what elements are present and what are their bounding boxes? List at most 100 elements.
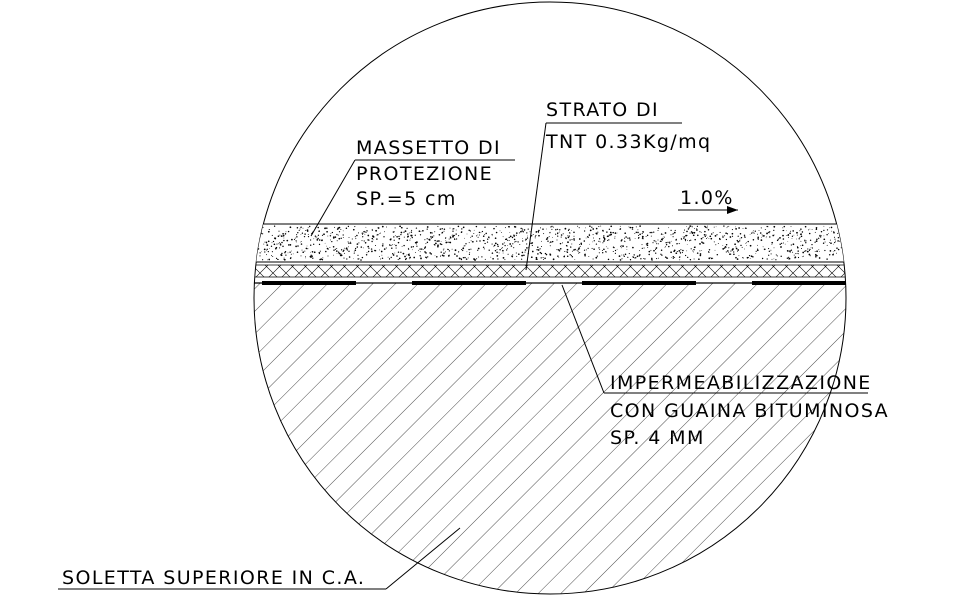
stipple-dot [532, 234, 534, 235]
stipple-dot [263, 248, 266, 251]
stipple-dot [543, 258, 545, 261]
stipple-dot [497, 245, 499, 248]
stipple-dot [819, 236, 821, 238]
stipple-dot [843, 236, 845, 238]
stipple-dot [442, 249, 444, 251]
stipple-dot [478, 256, 480, 258]
stipple-dot [725, 238, 728, 241]
stipple-dot [364, 242, 367, 244]
stipple-dot [847, 234, 849, 236]
stipple-dot [337, 234, 339, 236]
stipple-dot [859, 235, 860, 236]
stipple-dot [434, 239, 436, 242]
stipple-dot [522, 238, 523, 239]
stipple-dot [653, 231, 655, 233]
stipple-dot [286, 239, 289, 242]
stipple-dot [431, 237, 432, 239]
stipple-dot [439, 255, 442, 257]
stipple-dot [356, 234, 358, 237]
stipple-dot [562, 242, 564, 244]
stipple-dot [577, 250, 579, 252]
stipple-dot [775, 259, 777, 261]
stipple-dot [552, 240, 554, 242]
stipple-dot [723, 225, 725, 227]
stipple-dot [447, 248, 449, 251]
stipple-dot [612, 259, 614, 261]
stipple-dot [616, 248, 618, 250]
stipple-dot [783, 225, 786, 228]
stipple-dot [815, 255, 817, 257]
impermeabilizzazione-label-line1: IMPERMEABILIZZAZIONE [610, 372, 872, 394]
stipple-dot [393, 244, 395, 245]
stipple-dot [855, 257, 856, 258]
stipple-dot [645, 236, 647, 238]
stipple-dot [620, 240, 623, 242]
stipple-dot [403, 236, 405, 238]
stipple-dot [253, 249, 254, 250]
stipple-dot [464, 237, 465, 239]
stipple-dot [399, 225, 400, 227]
stipple-dot [340, 237, 342, 239]
stipple-dot [706, 236, 708, 238]
stipple-dot [498, 252, 500, 254]
stipple-dot [254, 241, 256, 244]
stipple-dot [540, 240, 542, 242]
stipple-dot [731, 229, 733, 231]
stipple-dot [393, 236, 395, 238]
stipple-dot [659, 240, 662, 243]
stipple-dot [571, 243, 573, 245]
stipple-dot [338, 231, 341, 233]
stipple-dot [749, 258, 751, 260]
stipple-dot [598, 240, 600, 242]
stipple-dot [444, 238, 446, 239]
stipple-dot [394, 235, 396, 237]
stipple-dot [589, 225, 591, 227]
stipple-dot [534, 235, 536, 237]
stipple-dot [678, 250, 681, 252]
stipple-dot [470, 240, 472, 242]
stipple-dot [343, 249, 345, 252]
stipple-dot [573, 231, 575, 234]
stipple-dot [425, 252, 427, 254]
stipple-dot [381, 254, 383, 256]
stipple-dot [811, 229, 813, 230]
stipple-dot [354, 247, 357, 250]
stipple-dot [467, 257, 469, 259]
stipple-dot [521, 228, 524, 230]
stipple-dot [635, 226, 637, 228]
stipple-dot [780, 246, 782, 248]
massetto-stipple [253, 225, 860, 261]
stipple-dot [573, 235, 575, 237]
stipple-dot [621, 254, 623, 256]
stipple-dot [567, 229, 570, 232]
stipple-dot [843, 237, 845, 239]
stipple-dot [353, 252, 355, 254]
stipple-dot [399, 225, 401, 228]
stipple-dot [701, 241, 703, 243]
stipple-dot [439, 243, 442, 245]
stipple-dot [560, 234, 563, 236]
stipple-dot [431, 236, 434, 238]
stipple-dot [626, 246, 628, 248]
stipple-dot [509, 235, 512, 238]
stipple-dot [851, 227, 852, 228]
stipple-dot [464, 256, 466, 259]
stipple-dot [424, 246, 427, 248]
stipple-dot [601, 249, 603, 252]
stipple-dot [657, 227, 660, 230]
stipple-dot [818, 251, 820, 253]
stipple-dot [458, 258, 460, 260]
stipple-dot [326, 230, 328, 233]
stipple-dot [305, 230, 307, 231]
stipple-dot [686, 230, 688, 233]
stipple-dot [638, 249, 640, 251]
stipple-dot [645, 243, 648, 245]
stipple-dot [494, 249, 497, 252]
stipple-dot [508, 239, 510, 242]
stipple-dot [593, 240, 595, 242]
stipple-dot [277, 235, 280, 237]
stipple-dot [483, 240, 485, 242]
stipple-dot [809, 228, 811, 230]
stipple-dot [327, 255, 329, 257]
stipple-dot [680, 238, 683, 240]
